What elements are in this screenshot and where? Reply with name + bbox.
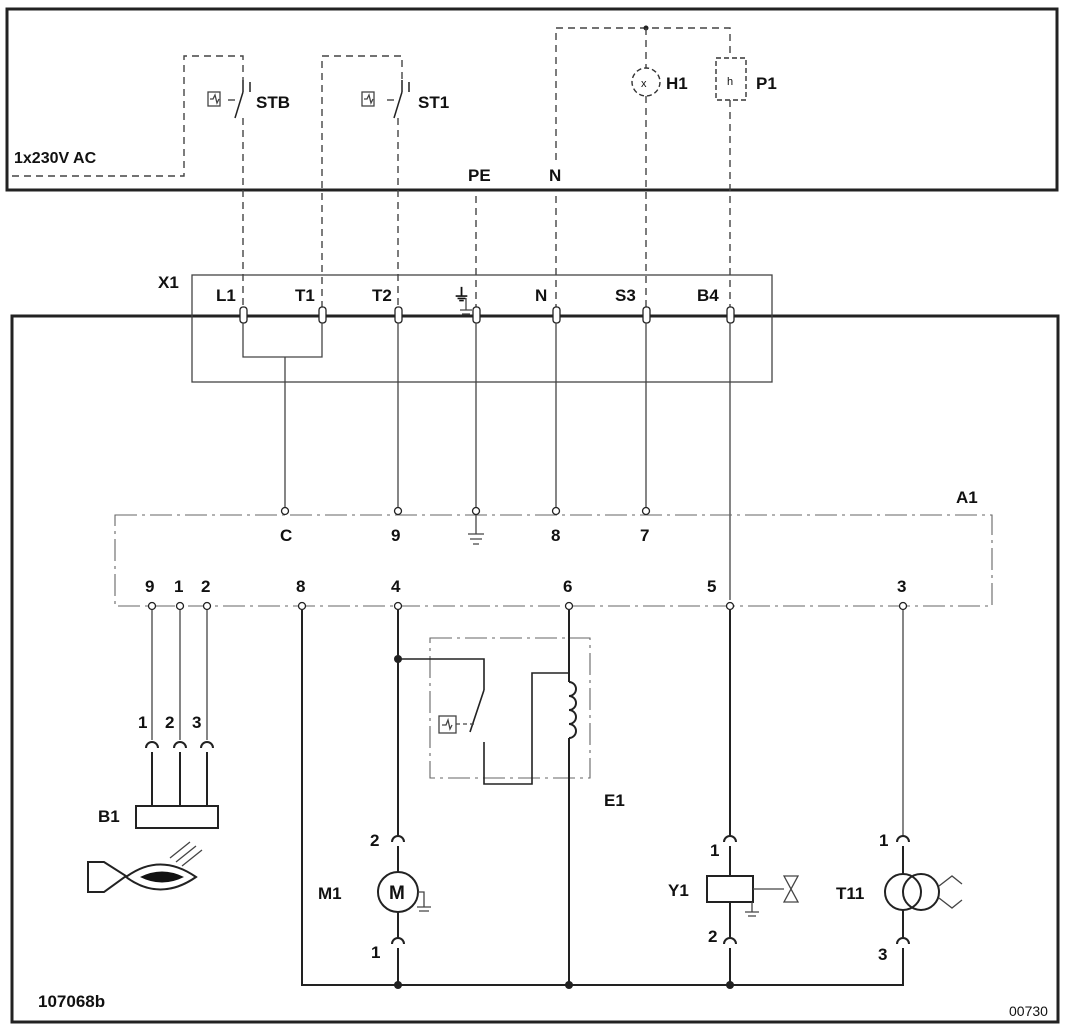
l1-t1-bridge-wire — [242, 323, 323, 358]
supply-label: 1x230V AC — [14, 150, 97, 167]
a1-terminal-7: 7 — [640, 526, 649, 545]
heater-coil-icon — [568, 681, 577, 739]
t11-pin-1: 1 — [879, 831, 888, 850]
a1-terminal-9-top: 9 — [391, 526, 400, 545]
a1-top-terminals — [280, 506, 651, 516]
a1-terminal-6: 6 — [563, 577, 572, 596]
supply-box: 1x230V AC STB ST1 PE N — [5, 7, 1059, 320]
a1-label: A1 — [956, 488, 978, 507]
a1-terminal-1: 1 — [174, 577, 183, 596]
valve-icon — [782, 875, 800, 903]
solenoid-coil-icon — [706, 875, 754, 903]
transformer-icon — [884, 873, 963, 911]
a1-terminal-2: 2 — [201, 577, 210, 596]
a1-terminal-3: 3 — [897, 577, 906, 596]
a1-frame — [114, 514, 993, 607]
x1-terminal-b4: B4 — [697, 286, 719, 305]
b1-pin-3: 3 — [192, 713, 201, 732]
x1-terminal-s3: S3 — [615, 286, 636, 305]
st1-label: ST1 — [418, 93, 449, 112]
b1-pin-2: 2 — [165, 713, 174, 732]
neutral-wire — [555, 27, 731, 160]
e1-frame — [429, 637, 591, 779]
t11-ignition-transformer: 1 3 T11 — [836, 610, 963, 964]
flame-icon — [87, 841, 203, 893]
a1-terminal-9-bottom: 9 — [145, 577, 154, 596]
y1-label: Y1 — [668, 881, 689, 900]
t11-label: T11 — [836, 884, 864, 903]
x1-terminal-t1: T1 — [295, 286, 315, 305]
a1-terminal-8-top: 8 — [551, 526, 560, 545]
x1-label: X1 — [158, 273, 179, 292]
supply-box-frame — [5, 7, 1059, 192]
a1-terminal-5: 5 — [707, 577, 716, 596]
pe-label: PE — [468, 166, 491, 185]
drawing-number: 107068b — [38, 992, 105, 1011]
p1-label: P1 — [756, 74, 777, 93]
x1-terminal-t2: T2 — [372, 286, 392, 305]
m1-pin-1: 1 — [371, 943, 380, 962]
st1-sensor-icon — [361, 91, 375, 107]
x1-frame — [191, 274, 773, 383]
h1-label: H1 — [666, 74, 688, 93]
m1-symbol: M — [389, 883, 405, 904]
heater-thermostat-icon — [438, 715, 457, 734]
y1-solenoid-valve: 1 2 Y1 — [668, 610, 800, 985]
h1-lamp-icon: x — [641, 78, 647, 90]
a1-terminal-4: 4 — [391, 577, 401, 596]
a1-bottom-terminals — [147, 601, 908, 611]
st1-thermostat: ST1 — [361, 80, 449, 320]
a1-terminal-c: C — [280, 526, 292, 545]
a1-terminal-8-bottom: 8 — [296, 577, 305, 596]
x1-pins — [239, 306, 735, 324]
p1-hour-counter: h P1 — [715, 57, 777, 320]
p1-counter-icon: h — [727, 76, 733, 88]
x1-terminal-earth: ⏚ — [453, 286, 470, 305]
control-unit-a1: A1 C 9 8 7 9 1 2 8 4 6 5 3 — [114, 488, 993, 611]
b1-pin-1: 1 — [138, 713, 147, 732]
b1-flame-sensor: 1 2 3 B1 — [87, 610, 219, 893]
x1-terminal-n: N — [535, 286, 547, 305]
e1-preheater: E1 — [398, 610, 625, 985]
neutral-bus-wire — [301, 610, 904, 986]
connector-x1: X1 L1 T1 T2 ⏚ N S3 B4 — [158, 273, 773, 383]
a1-earth-icon — [468, 515, 484, 545]
burner-housing-frame — [10, 314, 1060, 1024]
m1-motor: 2 M 1 M1 — [318, 610, 431, 985]
b1-sensor-body — [135, 805, 219, 829]
supply-wire — [12, 55, 244, 177]
n-label: N — [549, 166, 561, 185]
y1-pin-2: 2 — [708, 927, 717, 946]
stb-label: STB — [256, 93, 290, 112]
m1-label: M1 — [318, 884, 342, 903]
m1-pin-2: 2 — [370, 831, 379, 850]
stb-st1-link-wire — [321, 55, 403, 320]
x1-terminal-l1: L1 — [216, 286, 236, 305]
t11-pin-3: 3 — [878, 945, 887, 964]
stb-sensor-icon — [207, 91, 221, 107]
stb-thermostat: STB — [207, 80, 290, 320]
x1-to-a1-wiring — [242, 323, 731, 600]
sheet-code: 00730 — [1009, 1003, 1048, 1019]
b1-label: B1 — [98, 807, 120, 826]
e1-label: E1 — [604, 791, 625, 810]
y1-pin-1: 1 — [710, 841, 719, 860]
h1-indicator-lamp: x H1 — [631, 28, 688, 320]
